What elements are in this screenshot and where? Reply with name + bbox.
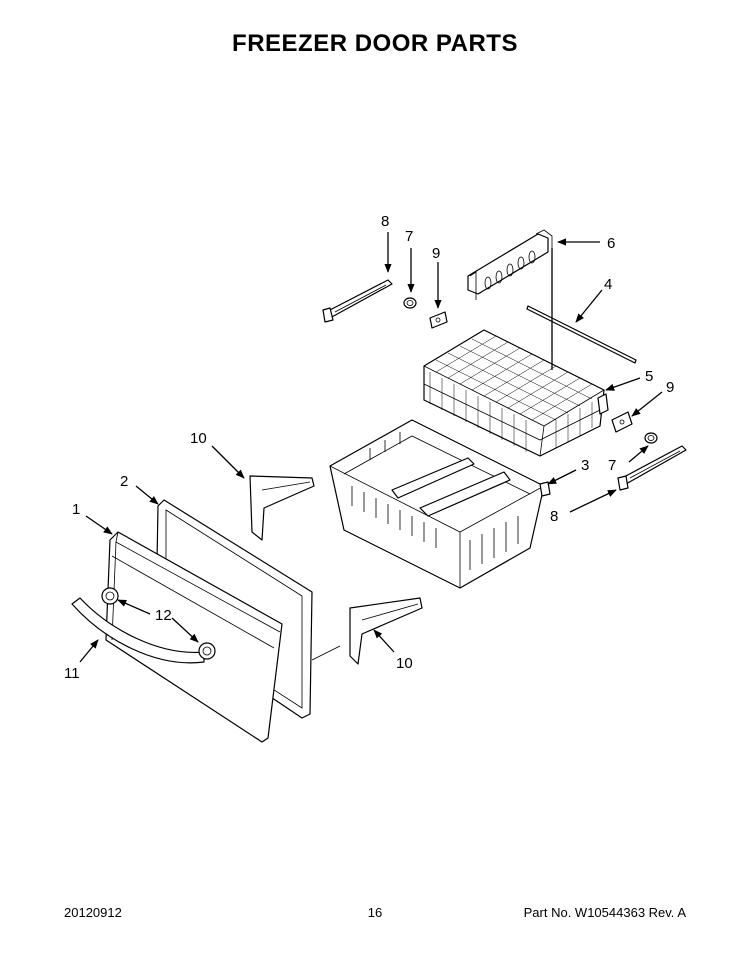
callout-7-lower: 7	[608, 457, 616, 474]
part-slide-rail-upper	[322, 279, 393, 323]
callout-labels: 8 7 9 6 4 5 9 7 3 8 10 10 2 1 11 12	[64, 213, 674, 682]
part-freezer-bin	[329, 419, 551, 589]
callout-3: 3	[581, 457, 589, 474]
part-bracket-lower	[611, 411, 633, 433]
callout-9-upper: 9	[432, 245, 440, 262]
callout-8-upper: 8	[381, 213, 389, 230]
part-bracket-upper	[429, 311, 448, 329]
part-basket-rod	[526, 305, 637, 364]
part-wire-basket	[423, 329, 609, 457]
part-slide-rail-lower	[617, 445, 687, 491]
callout-10-upper: 10	[190, 430, 207, 447]
callout-1: 1	[72, 501, 80, 518]
callout-7-upper: 7	[405, 228, 413, 245]
part-roller-upper	[403, 297, 417, 309]
footer-part-number: Part No. W10544363 Rev. A	[523, 905, 686, 920]
leader-lines	[79, 232, 663, 663]
page-title: FREEZER DOOR PARTS	[232, 30, 518, 57]
callout-9-lower: 9	[666, 379, 674, 396]
callout-12: 12	[155, 607, 172, 624]
callout-10-lower: 10	[396, 655, 413, 672]
callout-11: 11	[64, 665, 80, 682]
part-roller-lower	[644, 432, 658, 444]
callout-8-lower: 8	[550, 508, 558, 525]
part-handle-mounts	[101, 587, 216, 660]
callout-6: 6	[607, 235, 615, 252]
callout-5: 5	[645, 368, 653, 385]
callout-2: 2	[120, 473, 128, 490]
part-door-bracket-lower	[349, 597, 423, 665]
footer-page-number: 16	[367, 905, 383, 920]
footer-date: 20120912	[64, 905, 122, 920]
part-door-bracket-upper	[249, 475, 315, 541]
callout-4: 4	[604, 276, 612, 293]
part-basket-divider	[467, 229, 553, 300]
